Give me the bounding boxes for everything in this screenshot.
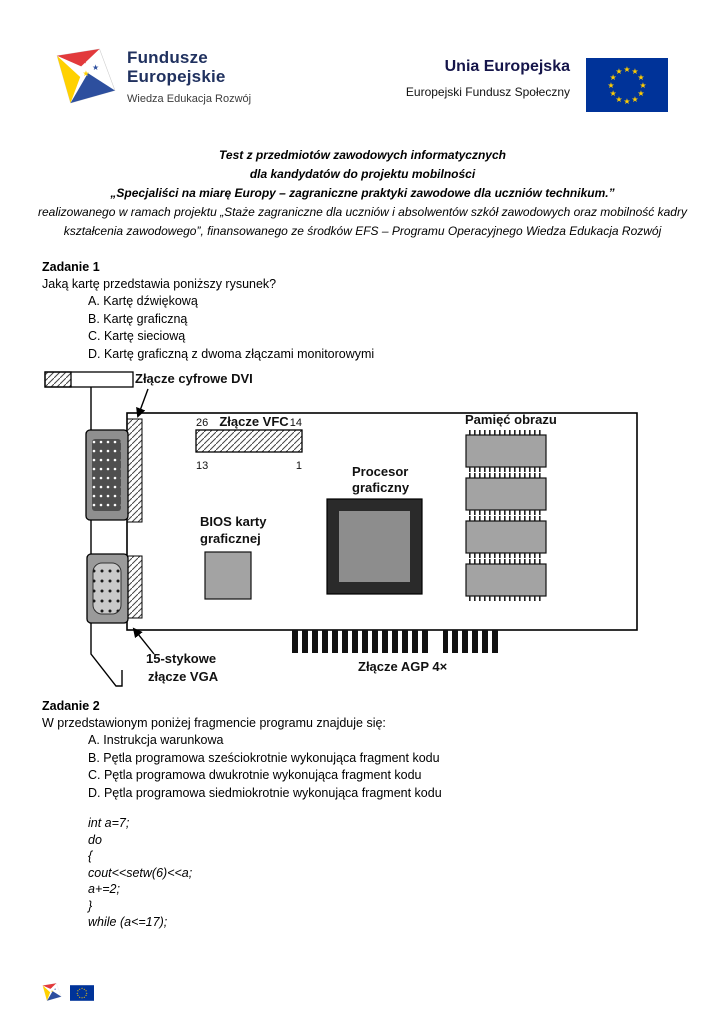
task2-option-c: C. Pętla programowa dwukrotnie wykonując… xyxy=(88,768,422,782)
vga-connector xyxy=(86,553,143,624)
task1-option-a: A. Kartę dźwiękową xyxy=(88,294,198,308)
code-line: int a=7; xyxy=(88,816,130,830)
task-2: Zadanie 2 W przedstawionym poniżej fragm… xyxy=(42,698,682,931)
fundusze-flag-icon xyxy=(55,48,117,104)
bios-label-line2: graficznej xyxy=(200,531,261,546)
task2-question: W przedstawionym poniżej fragmencie prog… xyxy=(42,716,386,730)
vfc-label: Złącze VFC xyxy=(219,414,289,429)
unia-europejska-logo: Unia Europejska Europejski Fundusz Społe… xyxy=(398,58,668,112)
code-line: { xyxy=(88,849,93,863)
eu-logo-text: Unia Europejska Europejski Fundusz Społe… xyxy=(398,58,570,99)
vga-label-line1: 15-stykowe xyxy=(146,651,216,666)
gpu-label-line2: graficzny xyxy=(352,480,410,495)
task2-option-a: A. Instrukcja warunkowa xyxy=(88,733,224,747)
fundusze-subtitle: Wiedza Edukacja Rozwój xyxy=(127,93,252,105)
task-1: Zadanie 1 Jaką kartę przedstawia poniższ… xyxy=(42,259,682,363)
code-snippet: int a=7; do { cout<<setw(6)<<a; a+=2; } … xyxy=(88,815,682,931)
eu-title: Unia Europejska xyxy=(444,58,570,75)
eu-flag-icon xyxy=(586,58,668,112)
graphics-card-diagram: Złącze cyfrowe DVI 26 Złącze VFC 14 13 1… xyxy=(44,371,638,687)
memory-chip xyxy=(465,430,547,472)
mounting-bracket xyxy=(44,371,134,687)
agp-fingers-right xyxy=(443,630,500,653)
memory-chip xyxy=(465,516,547,558)
code-line: a+=2; xyxy=(88,882,120,896)
fundusze-europejskie-logo: Fundusze Europejskie Wiedza Edukacja Roz… xyxy=(55,48,251,105)
code-line: do xyxy=(88,832,102,847)
vfc-pin-13: 13 xyxy=(196,460,208,472)
footer-logos xyxy=(42,983,94,1001)
agp-fingers-left xyxy=(291,630,431,653)
memory-chips xyxy=(465,430,547,601)
gpu-chip xyxy=(326,498,423,595)
code-line: } xyxy=(88,898,93,913)
code-line: cout<<setw(6)<<a; xyxy=(88,865,193,880)
memory-chip xyxy=(465,559,547,601)
task1-option-c: C. Kartę sieciową xyxy=(88,329,186,343)
task1-option-b: B. Kartę graficzną xyxy=(88,311,188,326)
code-line: while (a<=17); xyxy=(88,915,168,929)
dvi-label: Złącze cyfrowe DVI xyxy=(135,371,253,386)
bios-label-line1: BIOS karty xyxy=(200,514,267,529)
vfc-pin-26: 26 xyxy=(196,417,208,429)
vga-label-line2: złącze VGA xyxy=(148,669,219,684)
intro-line3: „Specjaliści na miarę Europy – zagranicz… xyxy=(110,186,615,200)
task2-option-b: B. Pętla programowa sześciokrotnie wykon… xyxy=(88,750,440,765)
memory-chip xyxy=(465,473,547,515)
agp-label: Złącze AGP 4× xyxy=(358,659,448,674)
vfc-pin-14: 14 xyxy=(290,417,302,429)
fundusze-title-line2: Europejskie xyxy=(127,67,226,86)
bios-chip xyxy=(204,551,252,600)
task1-title: Zadanie 1 xyxy=(42,260,100,274)
intro-line2: dla kandydatów do projektu mobilności xyxy=(249,167,476,181)
vfc-pin-1: 1 xyxy=(296,460,302,472)
dvi-connector xyxy=(85,418,143,523)
fundusze-logo-text: Fundusze Europejskie Wiedza Edukacja Roz… xyxy=(127,48,251,105)
gpu-label-line1: Procesor xyxy=(352,464,408,479)
footer-eu-flag-icon xyxy=(70,985,94,1001)
vfc-connector: 26 Złącze VFC 14 13 1 xyxy=(195,414,303,472)
task1-options: A. Kartę dźwiękową B. Kartę graficzną C.… xyxy=(88,293,682,363)
task1-option-d: D. Kartę graficzną z dwoma złączami moni… xyxy=(88,346,375,361)
document-intro: Test z przedmiotów zawodowych informatyc… xyxy=(35,146,690,241)
footer-fundusze-flag-icon xyxy=(42,983,62,1001)
intro-line4: realizowanego w ramach projektu „Staże z… xyxy=(38,205,687,238)
fundusze-title-line1: Fundusze xyxy=(127,48,208,67)
eu-subtitle: Europejski Fundusz Społeczny xyxy=(405,85,570,99)
vga-arrow xyxy=(132,627,155,655)
task2-title: Zadanie 2 xyxy=(42,699,100,713)
task1-question: Jaką kartę przedstawia poniższy rysunek? xyxy=(42,277,277,291)
task2-option-d: D. Pętla programowa siedmiokrotnie wykon… xyxy=(88,785,442,800)
task2-options: A. Instrukcja warunkowa B. Pętla program… xyxy=(88,732,682,802)
dvi-arrow xyxy=(136,388,149,418)
intro-line1: Test z przedmiotów zawodowych informatyc… xyxy=(219,148,506,162)
memory-label: Pamięć obrazu xyxy=(465,412,557,427)
